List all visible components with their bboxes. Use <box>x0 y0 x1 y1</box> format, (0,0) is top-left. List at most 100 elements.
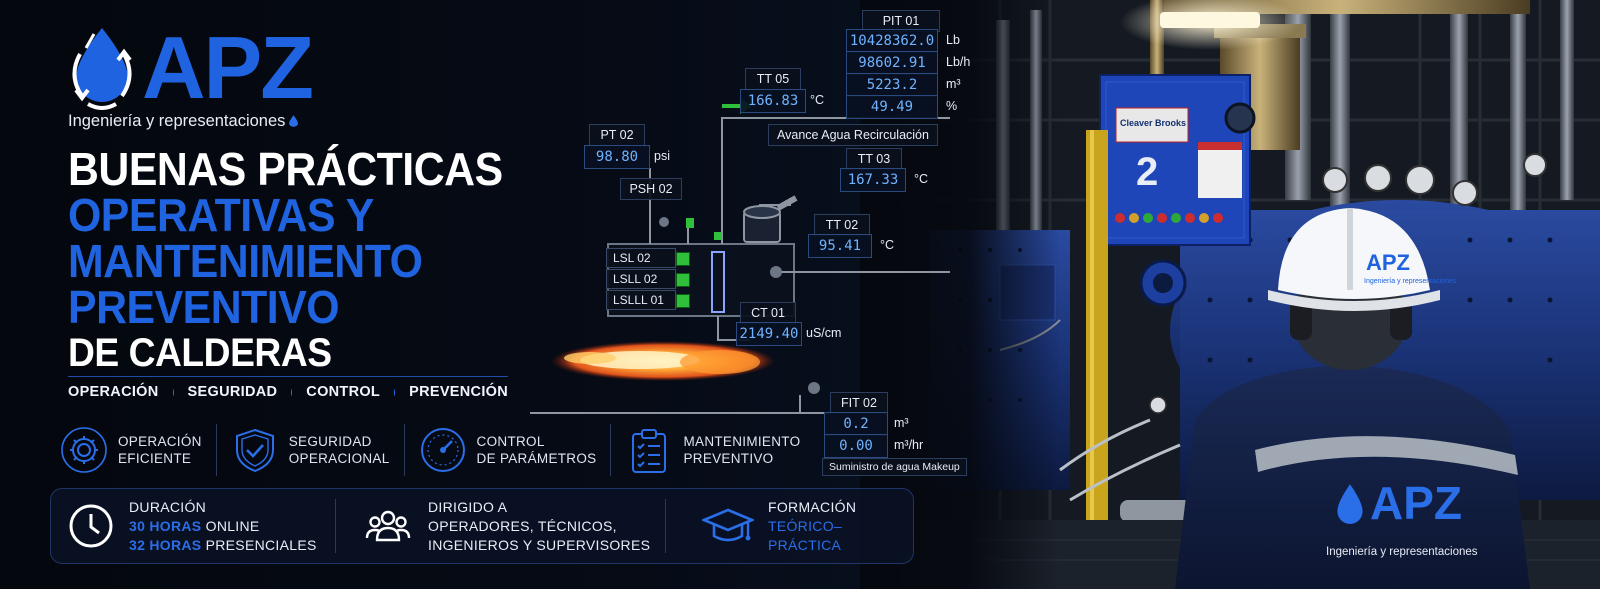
feature-mantenimiento: MANTENIMIENTO PREVENTIVO <box>610 424 814 476</box>
course-info-bar: DURACIÓN 30 HORAS ONLINE 32 HORAS PRESEN… <box>50 488 914 564</box>
headline-line-1: BUENAS PRÁCTICAS <box>68 143 503 195</box>
pit01-unit-4: % <box>946 99 958 113</box>
jacket-tagline: Ingeniería y representaciones <box>1326 546 1478 558</box>
apz-logo: APZ Ingeniería y representaciones <box>66 24 366 136</box>
logo-wordmark: APZ <box>142 18 314 117</box>
tt03-value: 167.33 <box>840 168 906 192</box>
checklist-icon <box>632 429 667 473</box>
feature-operacion-line1: OPERACIÓN <box>118 434 202 449</box>
tt02-value: 95.41 <box>808 234 872 258</box>
feature-control-line1: CONTROL <box>476 434 545 449</box>
level-switch-lsl02: LSL 02 <box>606 248 676 268</box>
feature-operacion: OPERACIÓN EFICIENTE <box>60 424 216 476</box>
feature-seguridad-line2: OPERACIONAL <box>288 451 390 466</box>
graduation-cap-icon <box>702 508 754 542</box>
feature-operacion-line2: EFICIENTE <box>118 451 192 466</box>
psh02-tag: PSH 02 <box>620 178 682 200</box>
tt05-value: 166.83 <box>740 89 806 113</box>
boiler-unit-number: 2 <box>1136 150 1159 194</box>
keyword-seguridad: SEGURIDAD <box>187 384 278 400</box>
keyword-prevencion: PREVENCIÓN <box>409 384 509 400</box>
keyword-control: CONTROL <box>306 384 381 400</box>
shield-check-icon <box>235 428 274 473</box>
tt05-unit: °C <box>810 93 825 107</box>
tt03-tag: TT 03 <box>846 148 902 170</box>
training-title: FORMACIÓN <box>768 498 857 515</box>
duration-title: DURACIÓN <box>129 498 207 515</box>
helmet-tagline: Ingeniería y representaciones <box>1364 278 1457 285</box>
helmet-logo: APZ <box>1366 250 1410 275</box>
level-switch-lsll02: LSLL 02 <box>606 269 676 289</box>
audience-title: DIRIGIDO A <box>428 498 508 515</box>
logo-tagline-text: Ingeniería y representaciones <box>68 112 286 130</box>
info-duration: DURACIÓN 30 HORAS ONLINE 32 HORAS PRESEN… <box>51 499 335 553</box>
duration-onsite-label: PRESENCIALES <box>205 536 317 553</box>
status-led <box>676 252 690 266</box>
pt02-value: 98.80 <box>584 145 650 169</box>
status-led <box>676 294 690 308</box>
keywords-row: OPERACIÓN SEGURIDAD CONTROL PREVENCIÓN <box>68 376 508 400</box>
users-icon <box>365 510 411 542</box>
logo-tagline: Ingeniería y representaciones <box>68 112 299 131</box>
feature-control: CONTROL DE PARÁMETROS <box>403 424 611 476</box>
pt02-tag: PT 02 <box>589 124 645 146</box>
pit01-unit-2: Lb/h <box>946 55 971 69</box>
feature-mantenimiento-line1: MANTENIMIENTO <box>683 434 801 449</box>
tt05-tag: TT 05 <box>745 68 801 90</box>
feature-seguridad-line1: SEGURIDAD <box>288 434 372 449</box>
small-drop-icon <box>289 115 299 127</box>
level-switch-lslll01: LSLLL 01 <box>606 290 676 310</box>
tt03-unit: °C <box>914 172 929 186</box>
fit02-unit-2: m³/hr <box>894 438 924 452</box>
ct01-value: 2149.40 <box>736 322 802 346</box>
pit01-value-4: 49.49 <box>846 95 938 119</box>
headline-line-3: MANTENIMIENTO <box>68 235 423 287</box>
pit01-value-2: 98602.91 <box>846 51 938 75</box>
makeup-water-label: Suministro de agua Makeup <box>822 458 967 476</box>
jacket-logo-drop-icon <box>1332 482 1368 528</box>
training-type: TEÓRICO–PRÁCTICA <box>768 517 842 553</box>
headline-line-4: PREVENTIVO <box>68 281 340 333</box>
clock-icon <box>69 504 113 548</box>
ct01-tag: CT 01 <box>740 302 796 324</box>
keyword-separator-dot <box>291 388 293 396</box>
info-training: FORMACIÓN TEÓRICO–PRÁCTICA <box>665 499 911 553</box>
headline-line-2: OPERATIVAS Y <box>68 189 374 241</box>
water-drop-recycle-icon <box>72 28 132 110</box>
ct01-unit: uS/cm <box>806 326 842 340</box>
pt02-unit: psi <box>654 149 670 163</box>
audience-line1: OPERADORES, TÉCNICOS, <box>428 517 617 534</box>
fit02-value-2: 0.00 <box>824 434 888 458</box>
boiler-brand-plate: Cleaver Brooks <box>1119 118 1187 128</box>
feature-seguridad: SEGURIDAD OPERACIONAL <box>215 424 404 476</box>
keyword-separator-dot <box>394 388 396 396</box>
pit01-unit-3: m³ <box>946 77 961 91</box>
keyword-separator-dot <box>172 388 174 396</box>
pit01-value-1: 10428362.0 <box>846 29 938 53</box>
headline: BUENAS PRÁCTICAS OPERATIVAS Y MANTENIMIE… <box>68 146 538 376</box>
headline-line-5: DE CALDERAS <box>68 331 332 375</box>
fit02-tag: FIT 02 <box>830 392 888 414</box>
pit01-value-3: 5223.2 <box>846 73 938 97</box>
duration-hours-onsite: 32 HORAS <box>129 536 202 553</box>
fit02-unit-1: m³ <box>894 416 909 430</box>
status-led <box>676 273 690 287</box>
gauge-icon <box>420 428 465 472</box>
gear-icon <box>61 427 107 473</box>
duration-online-label: ONLINE <box>205 517 260 534</box>
audience-line2: INGENIEROS Y SUPERVISORES <box>428 536 651 553</box>
duration-hours-online: 30 HORAS <box>129 517 202 534</box>
tt02-tag: TT 02 <box>814 214 870 236</box>
tt02-unit: °C <box>880 238 895 252</box>
jacket-logo: APZ <box>1370 477 1462 529</box>
recirculation-label: Avance Agua Recirculación <box>768 124 938 146</box>
info-audience: DIRIGIDO A OPERADORES, TÉCNICOS, INGENIE… <box>335 499 665 553</box>
feature-mantenimiento-line2: PREVENTIVO <box>683 451 774 466</box>
feature-control-line2: DE PARÁMETROS <box>476 451 597 466</box>
fit02-value-1: 0.2 <box>824 412 888 436</box>
pit01-unit-1: Lb <box>946 33 960 47</box>
keyword-operacion: OPERACIÓN <box>68 384 159 400</box>
